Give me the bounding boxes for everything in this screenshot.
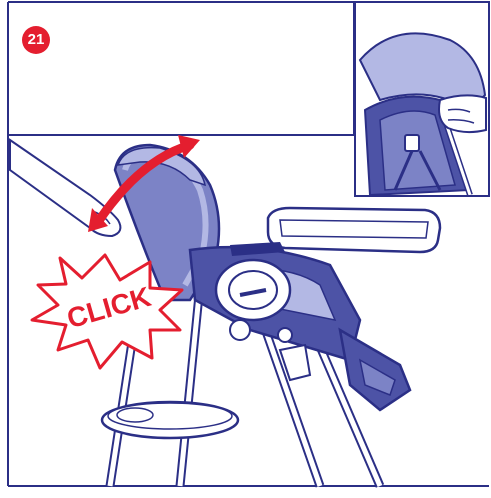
step-number-badge: 21 [22, 26, 50, 54]
detail-inset [355, 2, 489, 196]
